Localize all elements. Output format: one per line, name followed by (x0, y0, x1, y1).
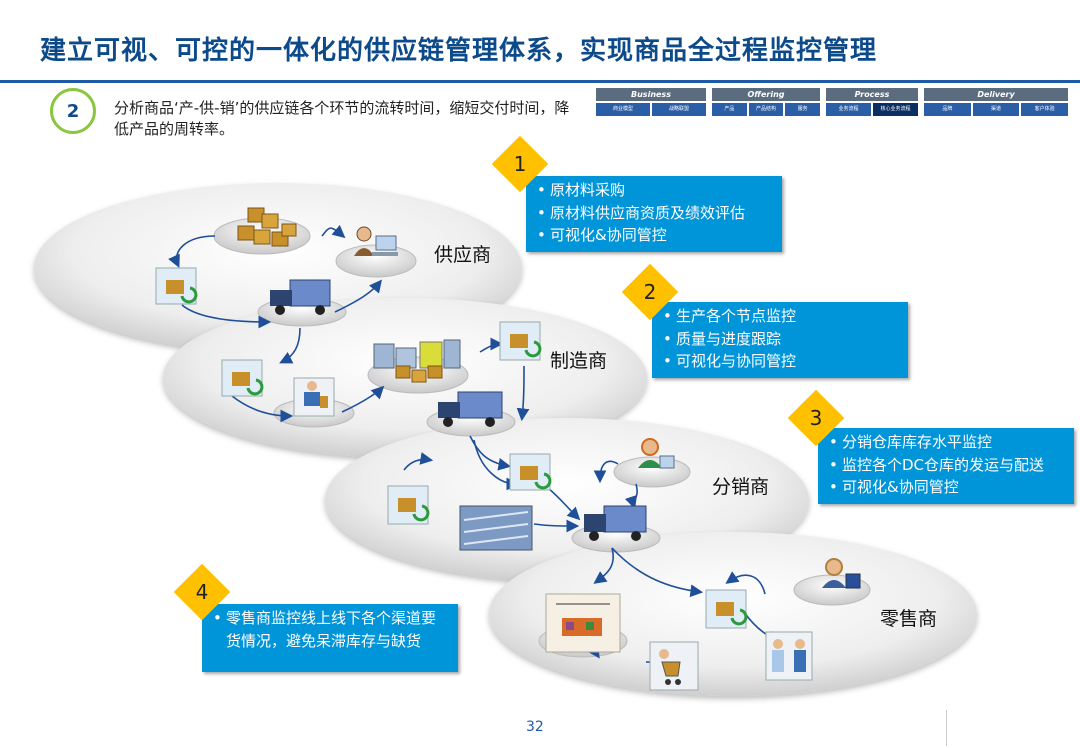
shopping-cart-icon (649, 641, 699, 691)
callout-distributor: 分销仓库库存水平监控 监控各个DC仓库的发运与配送 可视化&协同管控 (818, 428, 1074, 504)
manufacturer-delivery-truck-icon (438, 391, 503, 427)
supplier-delivery-truck-icon (270, 279, 331, 315)
callout-number: 4 (195, 580, 209, 604)
nav-item[interactable]: 品牌 (924, 103, 971, 116)
callout-item: 可视化&协同管控 (537, 224, 770, 247)
forklift-worker-icon (293, 377, 335, 417)
callout-item: 零售商监控线上线下各个渠道要货情况，避免呆滞库存与缺货 (213, 607, 446, 652)
nav-item[interactable]: 商业模型 (596, 103, 650, 116)
package-scan-icon (705, 589, 748, 629)
factory-production-icon (373, 339, 461, 383)
callout-number: 1 (513, 152, 527, 176)
page-number: 32 (526, 719, 544, 735)
callout-number: 2 (643, 280, 657, 304)
nav-group-delivery: Delivery 品牌 渠道 客户体验 (924, 88, 1069, 118)
page-title: 建立可视、可控的一体化的供应链管理体系，实现商品全过程监控管理 (40, 36, 878, 66)
callout-number-diamond: 4 (172, 562, 232, 622)
nav-item[interactable]: 产品 (712, 103, 747, 116)
callout-item: 生产各个节点监控 (663, 305, 896, 328)
callout-number-diamond: 2 (620, 262, 680, 322)
nav-group-label: Business (596, 88, 706, 101)
nav-group-label: Offering (712, 88, 820, 101)
callout-number-diamond: 3 (786, 388, 846, 448)
nav-group-offering: Offering 产品 产品结构 服务 (712, 88, 821, 118)
callout-item: 监控各个DC仓库的发运与配送 (829, 454, 1062, 477)
layer-label-manufacturer: 制造商 (550, 350, 608, 372)
nav-item[interactable]: 业务流程 (826, 103, 871, 116)
customer-handshake-icon (765, 631, 813, 681)
raw-materials-boxes-icon (237, 207, 297, 247)
nav-item[interactable]: 客户体验 (1021, 103, 1069, 116)
nav-group-label: Delivery (924, 88, 1068, 101)
callout-retailer: 零售商监控线上线下各个渠道要货情况，避免呆滞库存与缺货 (202, 604, 458, 672)
conveyor-warehouse-icon (459, 505, 533, 551)
callout-number-diamond: 1 (490, 134, 550, 194)
callout-item: 原材料采购 (537, 179, 770, 202)
intro-text: 分析商品‘产-供-销’的供应链各个环节的流转时间，缩短交付时间，降低产品的周转率… (114, 99, 570, 138)
package-scan-icon (155, 267, 198, 305)
process-nav-banner: Business 商业模型 战略联盟 Offering 产品 产品结构 服务 P… (596, 88, 1069, 118)
nav-item[interactable]: 渠道 (972, 103, 1020, 116)
layer-label-retailer: 零售商 (880, 608, 938, 630)
callout-item: 可视化与协同管控 (663, 350, 896, 373)
retail-operator-icon (822, 558, 861, 589)
footer-divider (946, 710, 947, 746)
callout-item: 质量与进度跟踪 (663, 328, 896, 351)
callout-item: 分销仓库库存水平监控 (829, 431, 1062, 454)
package-scan-icon (387, 485, 430, 525)
intro-number-badge: 2 (50, 88, 96, 134)
package-scan-icon (499, 321, 542, 361)
title-divider (0, 80, 1080, 83)
nav-group-business: Business 商业模型 战略联盟 (596, 88, 706, 118)
nav-group-process: Process 业务流程 核心业务流程 (826, 88, 919, 118)
nav-item[interactable]: 产品结构 (748, 103, 784, 116)
distributor-operator-icon (638, 438, 675, 469)
layer-label-distributor: 分销商 (712, 476, 770, 498)
callout-item: 原材料供应商资质及绩效评估 (537, 202, 770, 225)
distributor-delivery-truck-icon (584, 505, 647, 541)
package-scan-icon (509, 453, 552, 491)
nav-item[interactable]: 战略联盟 (652, 103, 706, 116)
package-scan-icon (221, 359, 264, 397)
nav-item-active[interactable]: 核心业务流程 (872, 102, 919, 117)
callout-manufacturer: 生产各个节点监控 质量与进度跟踪 可视化与协同管控 (652, 302, 908, 378)
buyer-computer-icon (354, 226, 398, 256)
retail-store-icon (545, 593, 621, 653)
layer-label-supplier: 供应商 (434, 244, 492, 266)
nav-item[interactable]: 服务 (785, 103, 821, 116)
callout-supplier: 原材料采购 原材料供应商资质及绩效评估 可视化&协同管控 (526, 176, 782, 252)
callout-item: 可视化&协同管控 (829, 476, 1062, 499)
nav-group-label: Process (826, 88, 918, 101)
callout-number: 3 (809, 406, 823, 430)
